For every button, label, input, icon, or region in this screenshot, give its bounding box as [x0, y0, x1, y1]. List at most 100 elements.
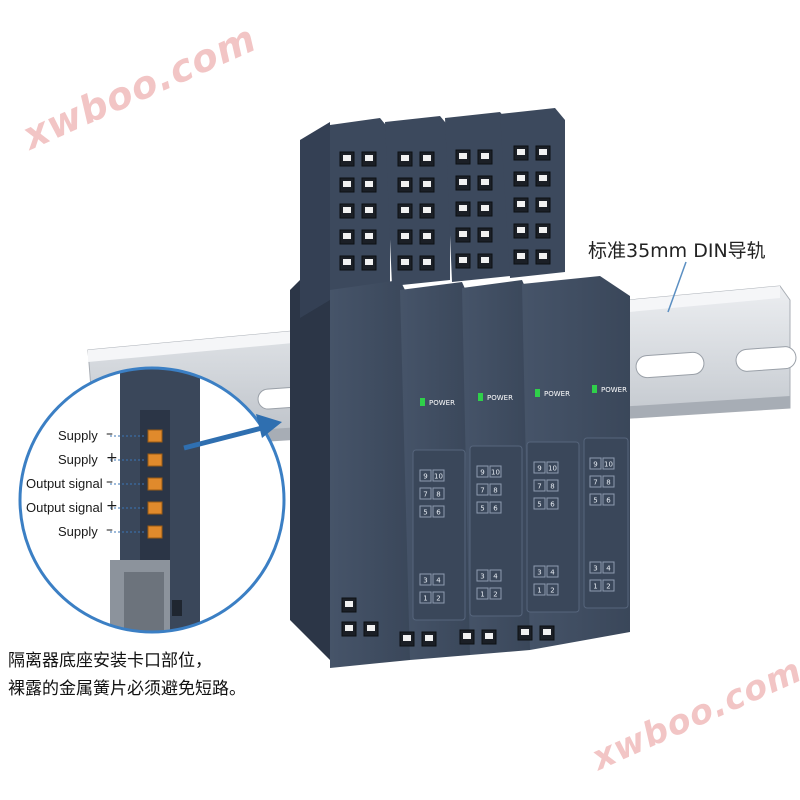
terminal-number: 4 — [606, 565, 611, 573]
terminal-number: 9 — [593, 461, 597, 469]
terminal-number-box — [533, 461, 546, 474]
rail-slot — [635, 351, 705, 379]
terminal-number: 2 — [606, 583, 610, 591]
power-led — [592, 385, 597, 393]
terminal-number-box — [546, 583, 559, 596]
power-leds — [420, 385, 597, 406]
terminal-number-box — [432, 573, 445, 586]
terminal-number-box — [546, 497, 559, 510]
terminal-number: 8 — [493, 487, 497, 495]
terminal-number: 1 — [593, 583, 597, 591]
terminal-number: 1 — [537, 587, 541, 595]
detail-terminal-contact — [147, 477, 163, 491]
terminal-number: 8 — [550, 483, 554, 491]
terminal-number: 3 — [593, 565, 597, 573]
terminal-number-box — [489, 587, 502, 600]
terminal-number: 4 — [436, 577, 441, 585]
power-led — [478, 393, 483, 401]
terminal-number: 2 — [493, 591, 497, 599]
terminal-number-box — [589, 579, 602, 592]
mounting-note-line-2: 裸露的金属簧片必须避免短路。 — [8, 679, 246, 699]
power-label: POWER — [487, 394, 513, 402]
terminal-number: 9 — [480, 469, 484, 477]
pin-label: Output signal — [26, 500, 103, 515]
pin-sign: + — [106, 450, 118, 466]
detail-terminal-contact — [147, 525, 163, 539]
power-led — [535, 389, 540, 397]
terminal-number: 5 — [593, 497, 597, 505]
terminal-number-box — [476, 465, 489, 478]
rail-slot — [735, 346, 797, 372]
terminal-number-box — [476, 587, 489, 600]
terminal-number: 7 — [593, 479, 597, 487]
terminal-number-box — [489, 501, 502, 514]
detail-terminal-contact — [147, 453, 163, 467]
terminal-number: 9 — [423, 473, 427, 481]
front-panels — [412, 437, 629, 621]
pin-label: Supply — [58, 524, 98, 539]
terminal-number-box — [476, 501, 489, 514]
terminal-number-box — [602, 475, 615, 488]
terminal-number: 3 — [423, 577, 427, 585]
terminal-number: 6 — [493, 505, 498, 513]
terminal-number: 10 — [491, 469, 500, 477]
terminal-number: 7 — [480, 487, 484, 495]
terminal-number: 7 — [423, 491, 427, 499]
terminal-number: 8 — [436, 491, 440, 499]
terminal-number-box — [476, 483, 489, 496]
terminal-number: 9 — [537, 465, 541, 473]
terminal-number-box — [476, 569, 489, 582]
terminal-number-box — [589, 475, 602, 488]
terminal-number-box — [432, 591, 445, 604]
terminal-number: 6 — [550, 501, 555, 509]
terminal-number: 8 — [606, 479, 610, 487]
terminal-number: 1 — [423, 595, 427, 603]
pin-sign: – — [106, 426, 113, 442]
rail-label-leader-line — [667, 261, 687, 313]
power-label: POWER — [544, 390, 570, 398]
terminal-number-box — [546, 479, 559, 492]
terminal-number: 1 — [480, 591, 484, 599]
mounting-note-line-1: 隔离器底座安装卡口部位， — [8, 651, 212, 671]
terminal-number-box — [533, 583, 546, 596]
detail-metal-spring — [124, 572, 164, 632]
detail-terminal-contact — [147, 429, 163, 443]
terminal-number: 10 — [604, 461, 613, 469]
terminal-number-box — [419, 505, 432, 518]
terminal-number-box — [489, 483, 502, 496]
detail-circle-border — [18, 366, 286, 634]
terminal-number-box — [546, 461, 559, 474]
terminal-number-box — [533, 565, 546, 578]
terminal-number-box — [489, 569, 502, 582]
pin-label: Output signal — [26, 476, 103, 491]
terminal-number-box — [419, 573, 432, 586]
terminal-number-box — [546, 565, 559, 578]
pin-sign: + — [106, 498, 118, 514]
detail-terminal-contact — [147, 501, 163, 515]
terminal-number: 10 — [548, 465, 557, 473]
power-led — [420, 398, 425, 406]
module-top-side — [300, 122, 330, 318]
terminal-number-box — [602, 457, 615, 470]
terminal-number: 5 — [537, 501, 541, 509]
din-rail-label: 标准35mm DIN导轨 — [588, 240, 766, 262]
terminal-number-box — [589, 561, 602, 574]
pin-sign: – — [106, 522, 113, 538]
pin-label: Supply — [58, 452, 98, 467]
terminal-number-box — [589, 457, 602, 470]
terminal-number: 3 — [480, 573, 484, 581]
terminal-number-box — [533, 479, 546, 492]
terminal-number-box — [432, 487, 445, 500]
terminal-number: 3 — [537, 569, 541, 577]
terminal-number: 5 — [480, 505, 484, 513]
terminal-number: 2 — [436, 595, 440, 603]
module-side-wall — [290, 250, 330, 660]
terminal-number-box — [489, 465, 502, 478]
terminal-number: 2 — [550, 587, 554, 595]
terminal-number-box — [432, 469, 445, 482]
terminal-number-box — [533, 497, 546, 510]
terminal-number: 6 — [606, 497, 611, 505]
callout-arrow — [183, 414, 282, 451]
